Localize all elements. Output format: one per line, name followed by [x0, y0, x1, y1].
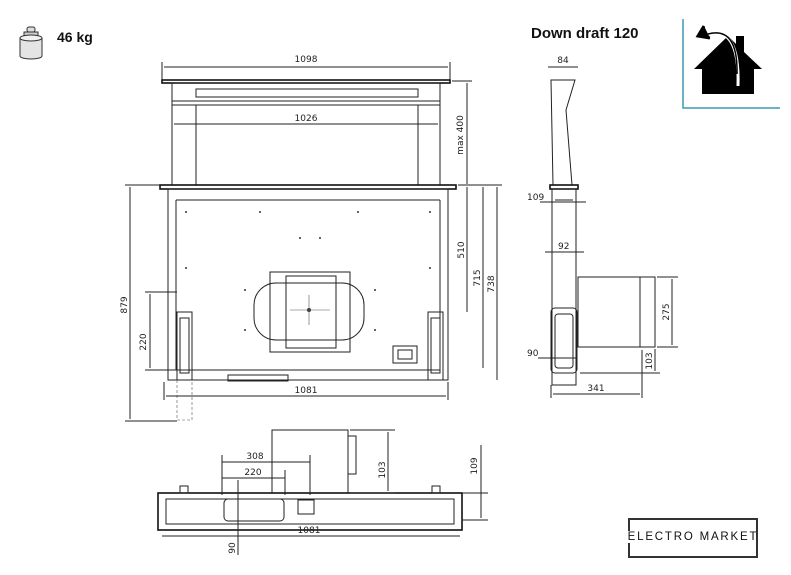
dim-1098: 1098 [295, 55, 318, 65]
dim-510: 510 [457, 241, 467, 258]
dim-1081-top: 1081 [298, 526, 321, 536]
logo-text: ELECTRO MARKET [626, 531, 760, 543]
weight-icon [19, 26, 43, 60]
dim-109-top: 109 [470, 457, 480, 474]
dim-109: 109 [527, 193, 544, 203]
side-view: 84 109 92 275 103 90 341 [527, 56, 678, 398]
electro-market-logo: ELECTRO MARKET [626, 518, 760, 558]
dim-1026: 1026 [295, 114, 318, 124]
dim-1081: 1081 [295, 386, 318, 396]
top-view: 308 220 103 109 1081 90 [157, 429, 488, 555]
front-view: 1098 1026 max 400 510 715 738 879 220 10… [120, 55, 502, 422]
model-title: Down draft 120 [531, 25, 639, 42]
dim-92: 92 [558, 242, 569, 252]
dim-715: 715 [473, 269, 483, 286]
dim-275: 275 [662, 303, 672, 320]
house-recirculation-icon [682, 19, 780, 109]
dim-220-top: 220 [244, 468, 261, 478]
dim-879: 879 [120, 296, 130, 313]
dim-308: 308 [246, 452, 263, 462]
dim-103-top: 103 [378, 461, 388, 478]
dim-220: 220 [139, 333, 149, 350]
dim-84: 84 [557, 56, 569, 66]
weight-label: 46 kg [57, 29, 93, 45]
dim-103: 103 [645, 352, 655, 369]
dim-90: 90 [527, 349, 539, 359]
dim-max-400: max 400 [456, 115, 466, 155]
dim-738: 738 [487, 275, 497, 292]
dim-90-top: 90 [228, 542, 238, 554]
dim-341: 341 [587, 384, 604, 394]
